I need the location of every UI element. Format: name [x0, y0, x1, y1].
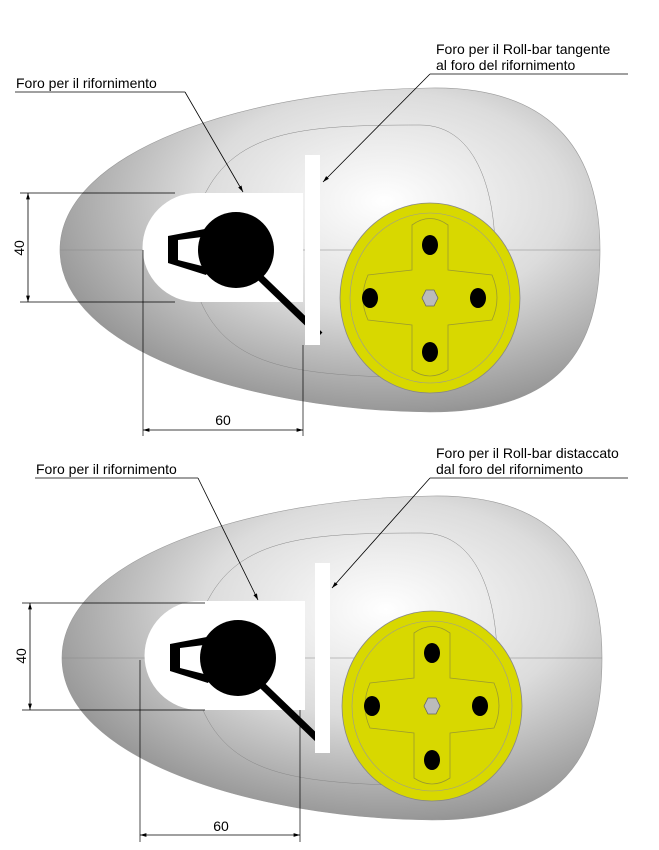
panel-detached: Foro per il rifornimento Foro per il Rol…	[13, 445, 628, 842]
dim-width-value: 60	[213, 818, 229, 834]
dim-height-value: 40	[11, 240, 27, 256]
dim-height-value: 40	[13, 648, 29, 664]
tank-drawing	[62, 496, 602, 820]
label-rollbar-1: Foro per il Roll-bar distaccato	[436, 445, 619, 461]
rollbar-slot	[305, 155, 320, 345]
tank-drawing	[60, 88, 600, 412]
leader-rollbar	[322, 73, 431, 183]
rollbar-slot	[315, 563, 330, 753]
label-rollbar-2: al foro del rifornimento	[436, 57, 576, 73]
leader-fill-hole	[184, 91, 244, 193]
label-rollbar-1: Foro per il Roll-bar tangente	[436, 41, 611, 57]
leader-fill-hole	[197, 477, 259, 601]
leader-rollbar	[331, 477, 431, 589]
label-fill-hole: Foro per il rifornimento	[36, 461, 177, 477]
label-fill-hole: Foro per il rifornimento	[16, 75, 157, 91]
panel-tangent: Foro per il rifornimento Foro per il Rol…	[11, 41, 628, 436]
label-rollbar-2: dal foro del rifornimento	[436, 461, 583, 477]
dim-width-value: 60	[215, 412, 231, 428]
